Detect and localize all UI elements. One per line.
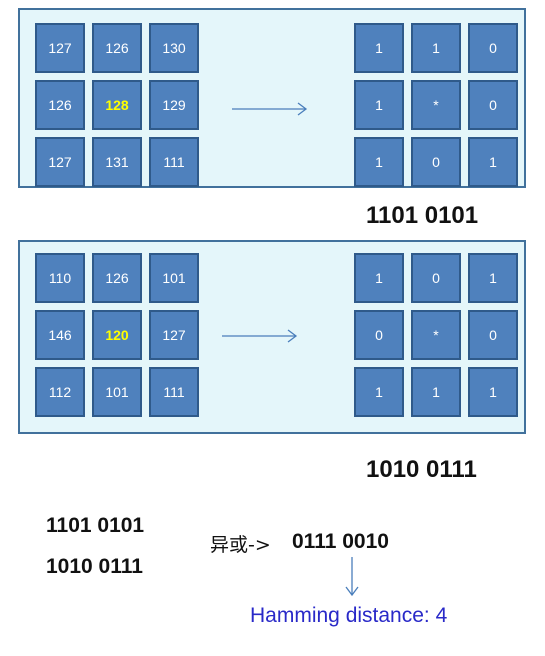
down-arrow-icon (345, 557, 359, 597)
grid-cell: 130 (149, 23, 199, 73)
grid-cell: 131 (92, 137, 142, 187)
center-pixel-cell: 128 (92, 80, 142, 130)
grid-cell: 126 (35, 80, 85, 130)
xor-result: 0111 0010 (292, 530, 389, 553)
xor-label: 异或-> (210, 534, 271, 556)
grid-cell: 1 (354, 367, 404, 417)
right-arrow-icon (232, 102, 308, 116)
grid-cell: 0 (411, 137, 461, 187)
right-arrow-icon (222, 329, 298, 343)
panel-2-code: 1010 0111 (366, 456, 477, 483)
grid-cell: 1 (468, 367, 518, 417)
grid-cell: 111 (149, 367, 199, 417)
grid-cell: 110 (35, 253, 85, 303)
grid-cell: 101 (149, 253, 199, 303)
grid-cell: 126 (92, 253, 142, 303)
grid-cell: 1 (468, 253, 518, 303)
grid-cell: 1 (354, 253, 404, 303)
grid-cell: 127 (35, 137, 85, 187)
panel-1: 127 126 130 126 128 129 127 131 111 1 1 … (18, 8, 526, 188)
grid-cell: 1 (354, 137, 404, 187)
grid-cell: 127 (149, 310, 199, 360)
grid-cell: 0 (354, 310, 404, 360)
grid-cell: 146 (35, 310, 85, 360)
grid-cell: 1 (354, 80, 404, 130)
binary-code-2: 1010 0111 (46, 555, 143, 578)
center-pixel-cell: 120 (92, 310, 142, 360)
grid-cell: 1 (468, 137, 518, 187)
grid-cell: 1 (411, 367, 461, 417)
grid-cell: 101 (92, 367, 142, 417)
center-marker-cell: * (411, 80, 461, 130)
grid-cell: 1 (354, 23, 404, 73)
panel-1-code: 1101 0101 (366, 202, 479, 229)
binary-code-1: 1101 0101 (46, 514, 145, 537)
grid-cell: 0 (411, 253, 461, 303)
grid-cell: 0 (468, 23, 518, 73)
grid-cell: 127 (35, 23, 85, 73)
grid-cell: 0 (468, 310, 518, 360)
grid-cell: 1 (411, 23, 461, 73)
center-marker-cell: * (411, 310, 461, 360)
grid-cell: 126 (92, 23, 142, 73)
grid-cell: 129 (149, 80, 199, 130)
grid-cell: 111 (149, 137, 199, 187)
hamming-distance-label: Hamming distance: 4 (250, 604, 448, 627)
grid-cell: 112 (35, 367, 85, 417)
grid-cell: 0 (468, 80, 518, 130)
panel-2: 110 126 101 146 120 127 112 101 111 1 0 … (18, 240, 526, 434)
